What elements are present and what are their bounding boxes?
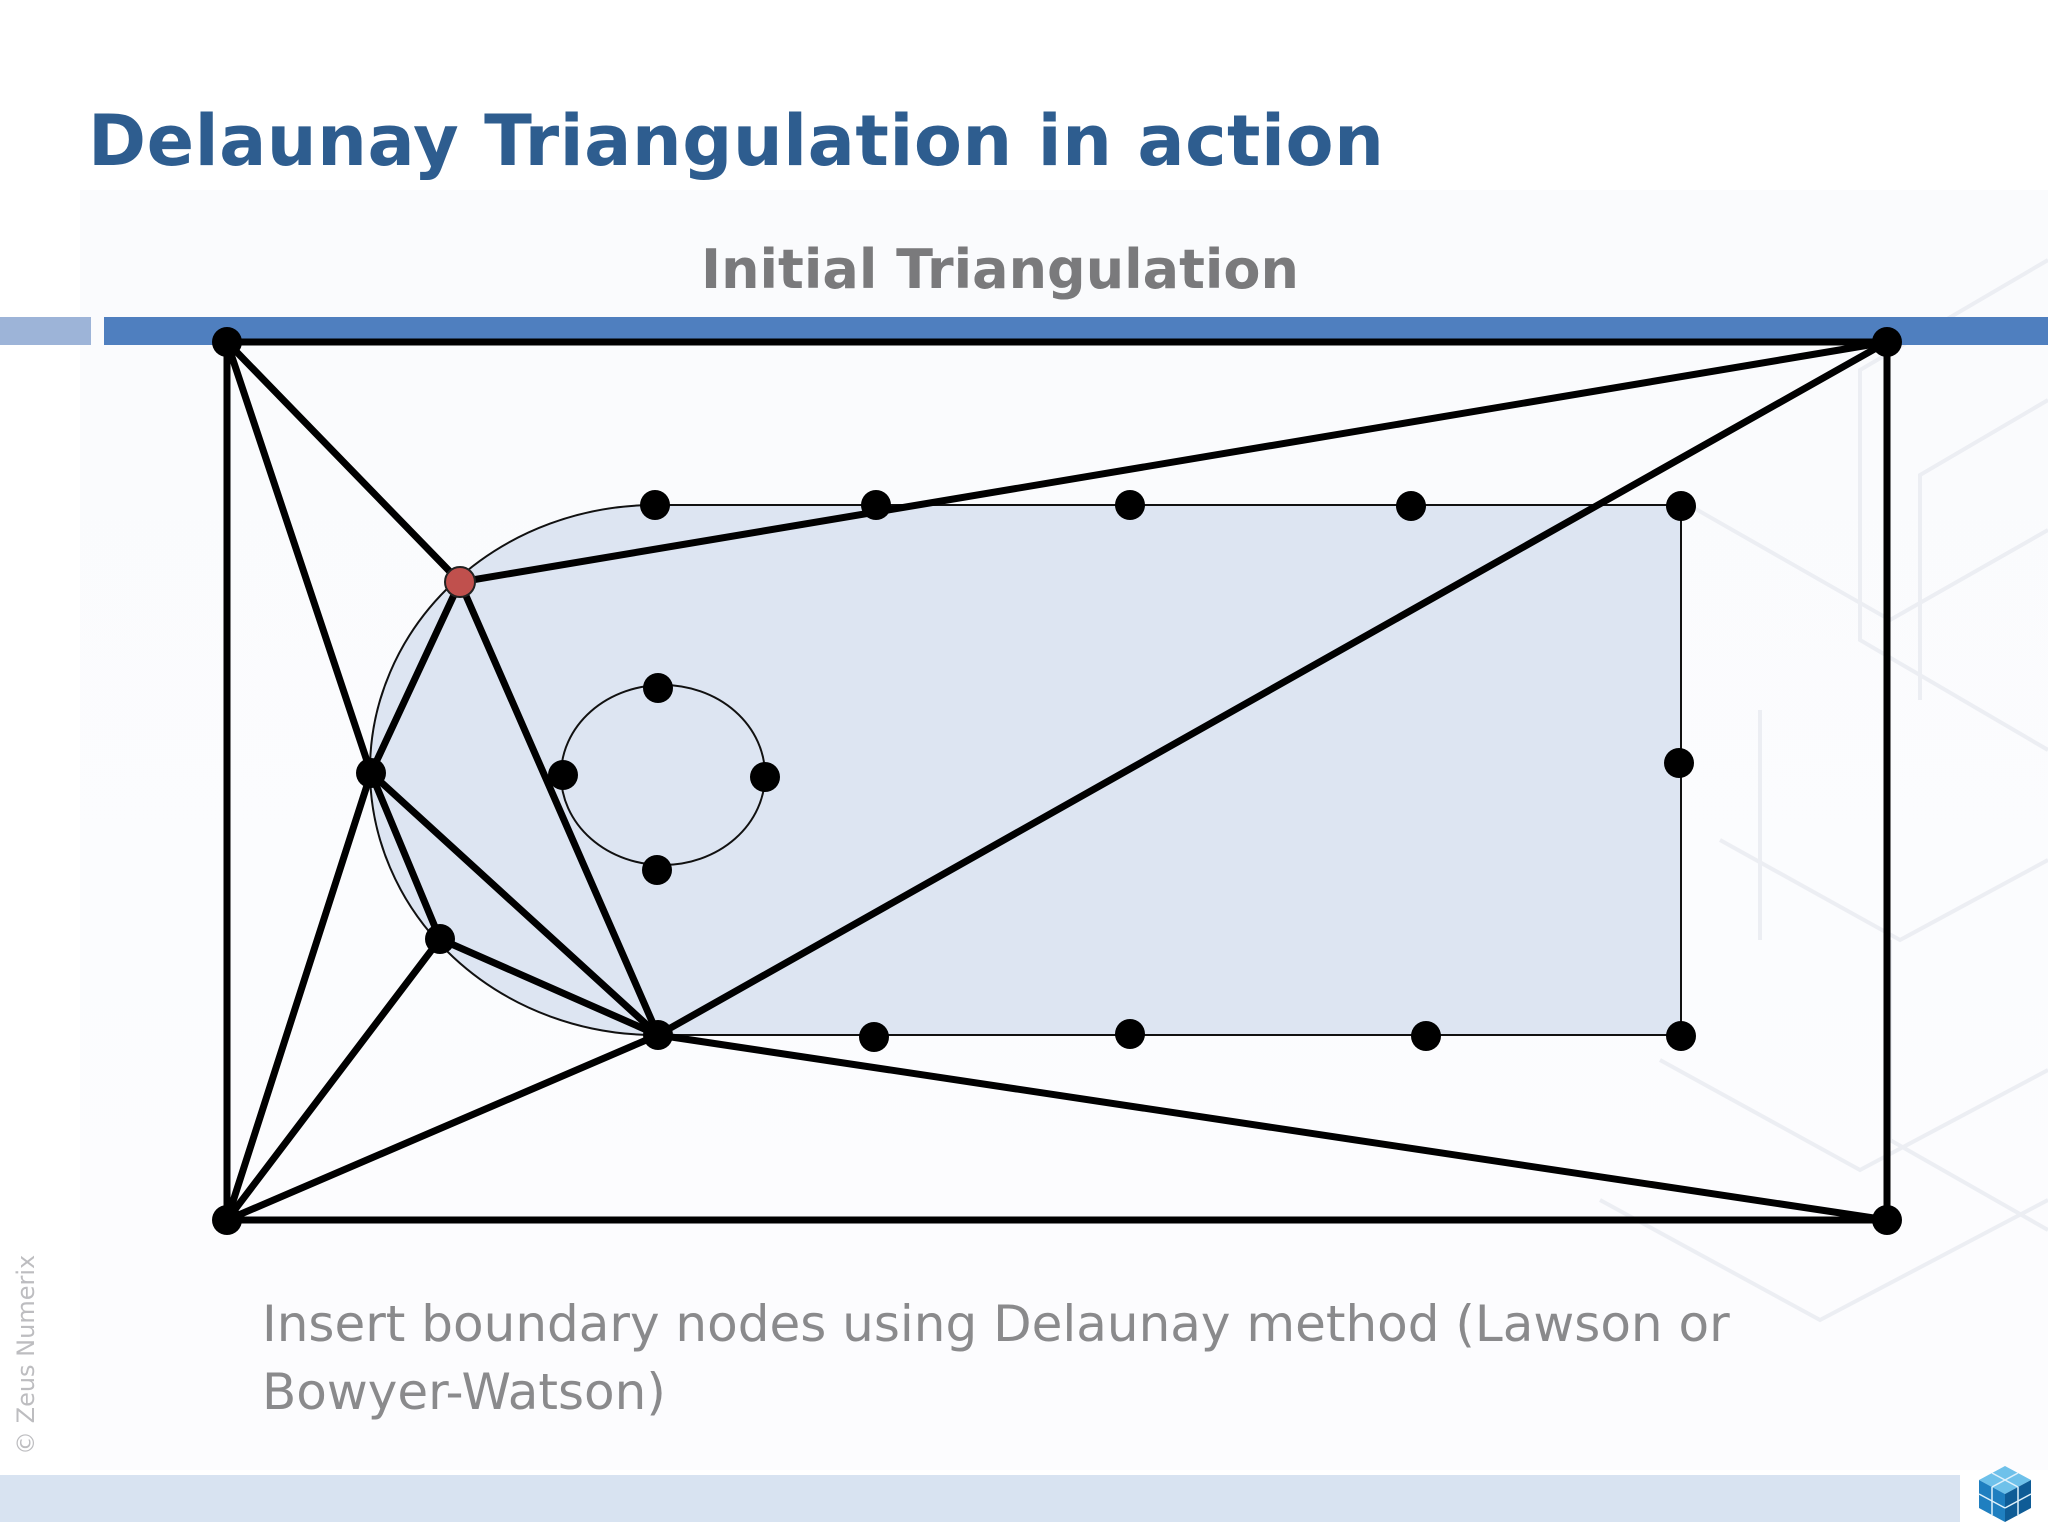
node — [212, 327, 242, 357]
slide-subtitle: Initial Triangulation — [701, 238, 1299, 301]
edge — [654, 338, 1891, 1039]
edge — [223, 1031, 662, 1224]
node — [356, 758, 386, 788]
edge — [367, 578, 464, 777]
node — [1872, 327, 1902, 357]
edge — [456, 338, 1891, 586]
node — [1666, 491, 1696, 521]
node — [212, 1205, 242, 1235]
edge — [223, 769, 375, 1224]
edge — [223, 935, 444, 1224]
active-node — [444, 566, 476, 598]
edge — [367, 769, 662, 1039]
edge — [456, 578, 662, 1039]
node — [861, 490, 891, 520]
edge — [654, 1031, 1891, 1224]
slide-title: Delaunay Triangulation in action — [88, 100, 1385, 182]
node — [859, 1022, 889, 1052]
node — [750, 762, 780, 792]
edge — [436, 935, 662, 1039]
node — [425, 924, 455, 954]
node — [1396, 491, 1426, 521]
node — [643, 673, 673, 703]
node — [1411, 1021, 1441, 1051]
edge — [367, 769, 444, 943]
triangulation-edges — [223, 338, 1891, 1224]
zeus-numerix-cube-logo-icon — [1978, 1466, 2032, 1522]
node — [643, 1020, 673, 1050]
domain-region — [369, 504, 1682, 1036]
mesh-nodes — [212, 327, 1902, 1235]
node — [640, 490, 670, 520]
node — [1872, 1205, 1902, 1235]
slide-caption: Insert boundary nodes using Delaunay met… — [262, 1295, 1730, 1421]
copyright-label: © Zeus Numerix — [12, 1254, 40, 1455]
node — [548, 760, 578, 790]
accent-bar-short — [0, 317, 91, 345]
edge — [223, 338, 375, 777]
node — [1115, 1019, 1145, 1049]
node — [642, 855, 672, 885]
node — [1664, 748, 1694, 778]
edge — [223, 338, 464, 586]
node — [1115, 490, 1145, 520]
footer-bar — [0, 1475, 1960, 1522]
node — [1666, 1021, 1696, 1051]
